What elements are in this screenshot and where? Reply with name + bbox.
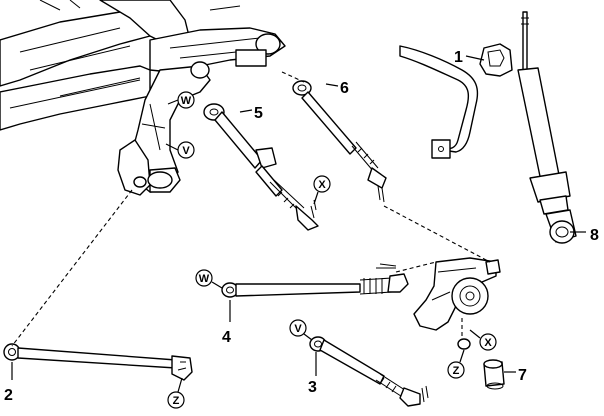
marker-x-lower: X (484, 337, 492, 349)
arm-4 (221, 263, 409, 298)
callout-7: 7 (518, 367, 527, 384)
shock-absorber (517, 11, 577, 244)
marker-w-lower: W (199, 273, 210, 285)
callout-2: 2 (4, 387, 13, 404)
marker-w-upper: W (181, 95, 192, 107)
callout-numbers: 1 2 3 4 5 6 7 8 (4, 49, 599, 404)
marker-v-upper: V (182, 145, 190, 157)
callout-4: 4 (222, 329, 231, 346)
callout-5: 5 (254, 105, 263, 122)
alignment-lines (11, 71, 491, 347)
marker-v-lower: V (294, 323, 302, 335)
arm-6 (292, 80, 387, 203)
callout-1: 1 (454, 49, 463, 66)
connector-markers: W V X W V X Z Z (165, 91, 497, 409)
knuckle-bushing (483, 359, 505, 390)
marker-z-knuckle: Z (453, 365, 460, 377)
callout-3: 3 (308, 379, 317, 396)
callout-leaders (11, 55, 586, 380)
marker-x-upper: X (318, 179, 326, 191)
arm-5 (203, 103, 319, 231)
callout-8: 8 (590, 227, 599, 244)
knuckle (413, 257, 501, 350)
arm-2 (3, 343, 193, 381)
callout-6: 6 (340, 80, 349, 97)
arm-3 (309, 336, 429, 407)
stabilizer-bushing (479, 43, 513, 77)
stabilizer-bar (399, 45, 479, 159)
crossmember (0, 0, 286, 196)
marker-z-arm: Z (173, 395, 180, 407)
